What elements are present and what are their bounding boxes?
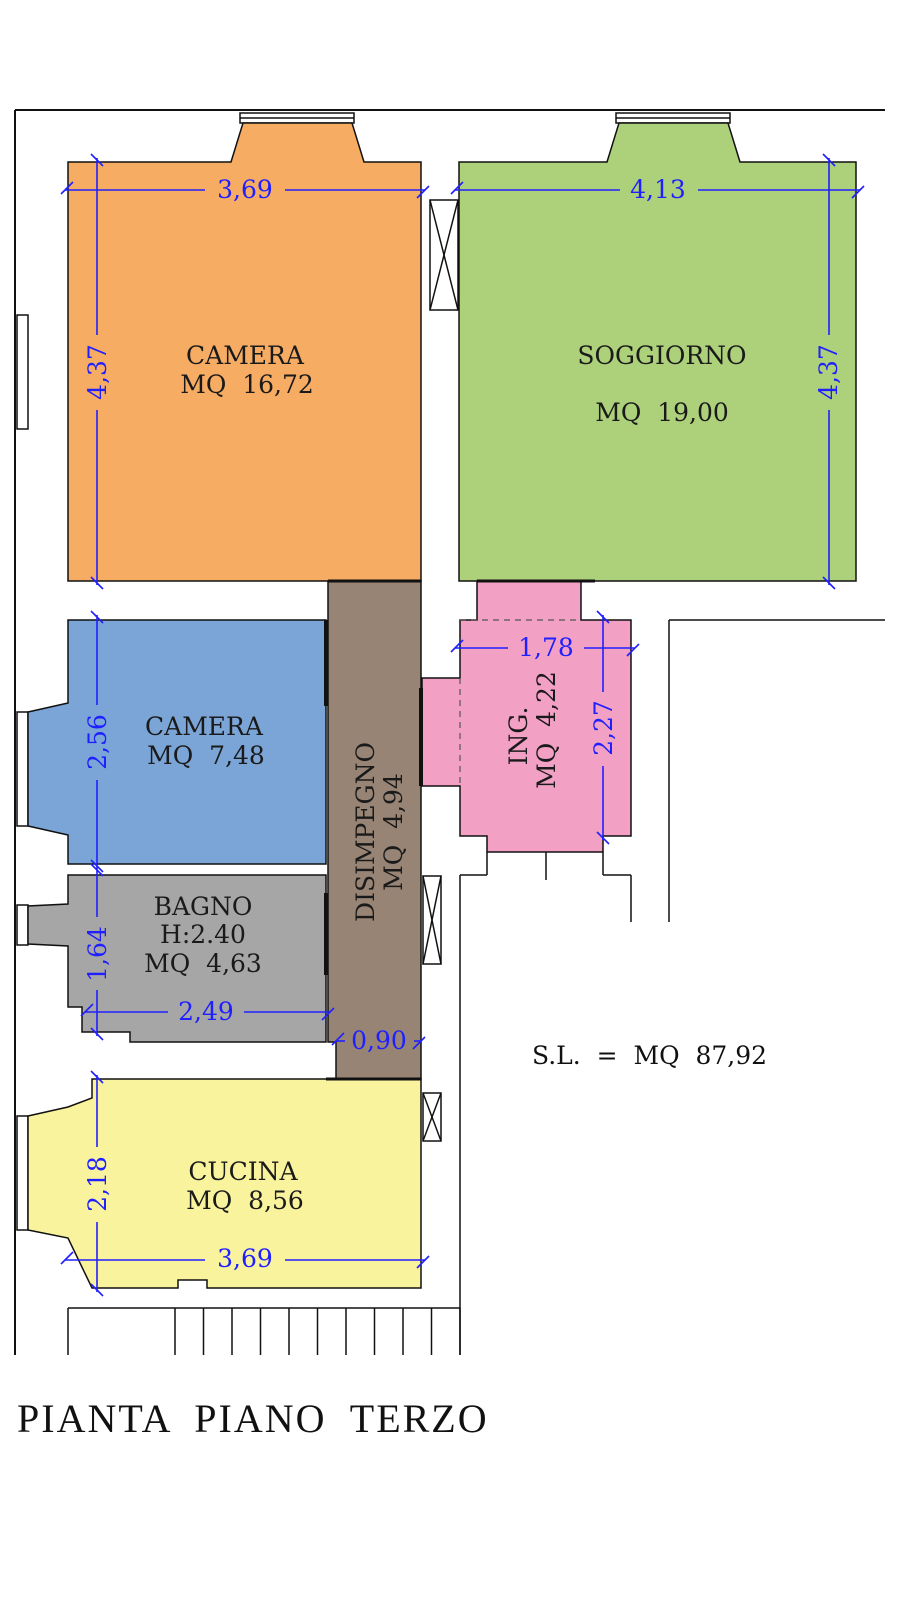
dim-ingresso-width: 1,78 [518, 633, 574, 662]
dim-camera-large-width: 3,69 [217, 175, 273, 204]
soggiorno-name: SOGGIORNO [577, 341, 746, 370]
ingresso-area: MQ 4,22 [532, 671, 561, 789]
dim-soggiorno-width: 4,13 [630, 175, 686, 204]
dim-disimpegno-width: 0,90 [351, 1026, 407, 1055]
dim-camera-small-depth: 2,56 [83, 714, 112, 770]
windows [16, 112, 731, 1231]
dim-tick-ingresso-depth [596, 831, 610, 845]
dim-tick-camera-large-width [416, 185, 430, 199]
dim-tick-bagno-width [80, 1003, 94, 1017]
dim-tick-disimpegno-width [331, 1032, 345, 1046]
dim-bagno-width: 2,49 [178, 997, 234, 1026]
building-outline [14, 109, 885, 1355]
dim-tick-bagno-depth [90, 863, 104, 877]
dim-tick-cucina-width [416, 1255, 430, 1269]
dim-tick-ingresso-depth [596, 610, 610, 624]
total-area-label: S.L. = MQ 87,92 [532, 1041, 767, 1070]
room-bagno [27, 874, 327, 1043]
internal-details [324, 579, 595, 1081]
dim-tick-bagno-depth [90, 1027, 104, 1041]
dim-soggiorno-depth: 4,37 [814, 344, 843, 400]
dim-tick-camera-large-depth [90, 153, 104, 167]
dim-tick-soggiorno-depth [822, 153, 836, 167]
camera-large-area: MQ 16,72 [180, 370, 314, 399]
ventilation-shafts [422, 199, 459, 1142]
dim-cucina-depth: 2,18 [83, 1156, 112, 1212]
camera-large-name: CAMERA [186, 341, 305, 370]
plan-title: PIANTA PIANO TERZO [17, 1396, 489, 1441]
dim-tick-soggiorno-width [851, 185, 865, 199]
camera-small-name: CAMERA [145, 712, 264, 741]
balcony-railing [174, 1308, 461, 1355]
dim-tick-soggiorno-width [450, 181, 464, 195]
dim-tick-disimpegno-width [412, 1036, 426, 1050]
bagno-name: BAGNO [154, 892, 253, 921]
disimpegno-name: DISIMPEGNO [351, 742, 380, 922]
bagno-height: H:2.40 [160, 920, 246, 949]
dimension-lines [60, 153, 865, 1297]
dim-ingresso-depth: 2,27 [589, 700, 618, 756]
camera-small-area: MQ 7,48 [147, 741, 265, 770]
cucina-name: CUCINA [188, 1157, 298, 1186]
disimpegno-area: MQ 4,94 [379, 773, 408, 891]
dim-bagno-depth: 1,64 [83, 926, 112, 982]
dim-tick-camera-small-depth [90, 859, 104, 873]
room-cucina [27, 1078, 422, 1289]
dim-tick-ingresso-width [626, 643, 640, 657]
dim-tick-soggiorno-depth [822, 576, 836, 590]
room-camera-large [67, 122, 422, 582]
dim-tick-cucina-depth [90, 1283, 104, 1297]
dim-tick-camera-small-depth [90, 610, 104, 624]
bagno-area: MQ 4,63 [144, 949, 262, 978]
dim-tick-bagno-width [321, 1007, 335, 1021]
dim-tick-camera-large-width [60, 181, 74, 195]
ingresso-name: ING. [504, 707, 533, 766]
dim-tick-cucina-depth [90, 1070, 104, 1084]
dim-cucina-width: 3,69 [217, 1244, 273, 1273]
dim-tick-ingresso-width [450, 639, 464, 653]
dim-tick-cucina-width [60, 1251, 74, 1265]
dim-camera-large-depth: 4,37 [83, 344, 112, 400]
soggiorno-area: MQ 19,00 [595, 398, 729, 427]
dim-tick-camera-large-depth [90, 576, 104, 590]
cucina-area: MQ 8,56 [186, 1186, 304, 1215]
